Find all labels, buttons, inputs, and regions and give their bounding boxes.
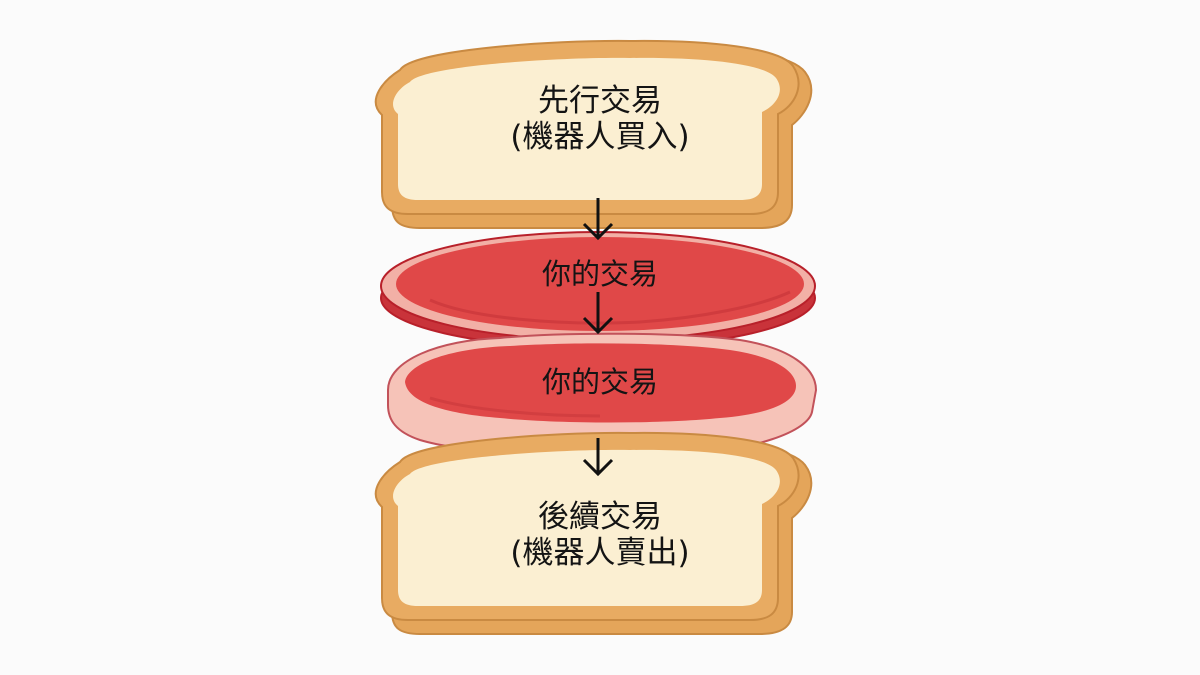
back-run-subtitle: (機器人賣出) [510, 534, 690, 571]
your-trade-title: 你的交易 [541, 257, 658, 291]
front-run-title: 先行交易 [538, 83, 662, 119]
bottom-meat-label: 你的交易 [390, 365, 810, 400]
bottom-meat-slice [387, 332, 818, 459]
front-run-subtitle: (機器人買入) [510, 118, 690, 155]
down-arrow-icon [582, 438, 614, 477]
top-bread-slice [374, 39, 813, 229]
back-run-title: 後續交易 [538, 499, 662, 535]
top-meat-label: 你的交易 [390, 257, 810, 292]
top-bread-label: 先行交易 (機器人買入) [390, 83, 810, 156]
down-arrow-icon [582, 292, 614, 335]
bottom-bread-slice [374, 431, 813, 635]
your-trade-title: 你的交易 [541, 365, 658, 399]
down-arrow-icon [582, 198, 614, 241]
bottom-bread-label: 後續交易 (機器人賣出) [390, 499, 810, 572]
